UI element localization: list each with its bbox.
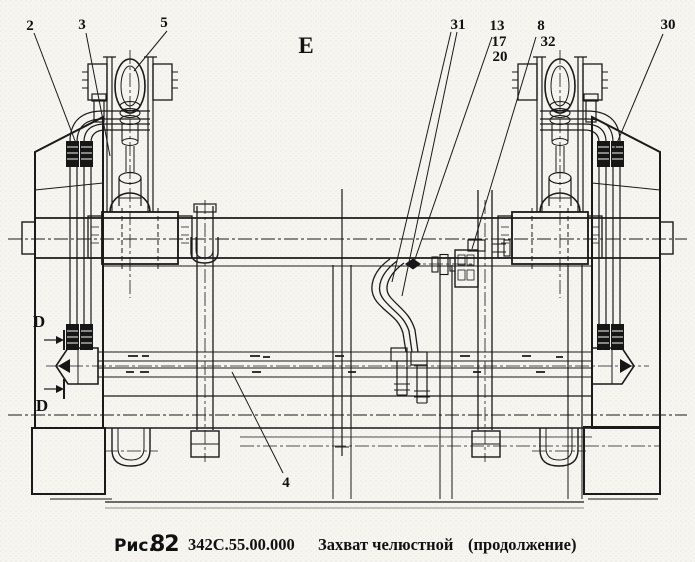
caption-continuation: (продолжение) [468,535,577,554]
section-label-D-top: D [33,312,45,331]
leader-8-32 [471,36,537,250]
callout-32: 32 [541,34,556,50]
tie-bar [46,347,649,404]
section-label-D-bottom: D [36,396,48,415]
leader-3 [85,32,111,157]
leader-lines [33,30,664,474]
leader-30 [613,33,664,151]
leader-5 [133,30,168,72]
leader-2 [33,32,78,147]
caption-fig-label: Рис. [114,536,155,556]
callout-4: 4 [282,475,290,491]
section-marker-top [44,330,65,350]
central-s-hose [371,258,419,353]
figure-caption: Рис. 82 342С.55.00.000 Захват челюстной … [114,532,577,557]
caption-fig-number: 82 [150,532,179,557]
callout-17: 17 [492,34,508,50]
leader-31a [391,31,452,283]
callout-31: 31 [451,17,466,33]
callout-13: 13 [490,18,505,34]
leader-13-17-20 [413,36,493,263]
lower-frame [8,395,687,509]
bottom-clevises [104,428,586,467]
view-label-E: E [298,33,313,58]
caption-drawing-code: 342С.55.00.000 [188,535,295,554]
callout-labels: 2 3 5 31 13 17 20 8 32 30 4 E D D [26,15,675,491]
callout-20: 20 [493,49,508,65]
callout-2: 2 [26,18,34,34]
main-beam [8,217,687,267]
callout-30: 30 [661,17,676,33]
callout-8: 8 [537,18,545,34]
section-marker-bottom [44,379,65,399]
callout-3: 3 [78,17,86,33]
callout-5: 5 [160,15,168,31]
leader-31b [401,31,458,297]
caption-title: Захват челюстной [318,535,454,554]
leader-4 [231,371,284,474]
